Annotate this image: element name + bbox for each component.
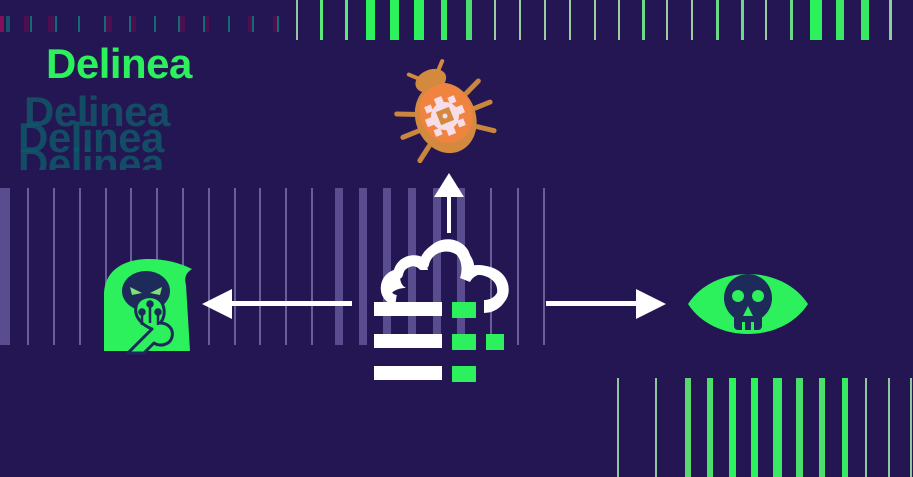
eye-skull-icon	[688, 274, 808, 334]
arrow-left-icon	[202, 289, 352, 319]
logo-echo-2: Delinea	[18, 114, 164, 161]
bug-icon	[394, 59, 497, 164]
arrow-right-icon	[546, 289, 666, 319]
hacker-icon	[104, 259, 192, 355]
cloud-server-icon	[374, 239, 509, 382]
logo-echo-3: Delinea	[18, 140, 164, 170]
glitch-strip-decoration	[0, 16, 300, 32]
logo-echo-1: Delinea	[24, 88, 170, 135]
top-barcode-decoration	[0, 0, 913, 45]
arrow-up-icon	[434, 173, 464, 233]
bottom-barcode-decoration	[600, 378, 913, 477]
delinea-logo: Delinea	[46, 40, 192, 87]
